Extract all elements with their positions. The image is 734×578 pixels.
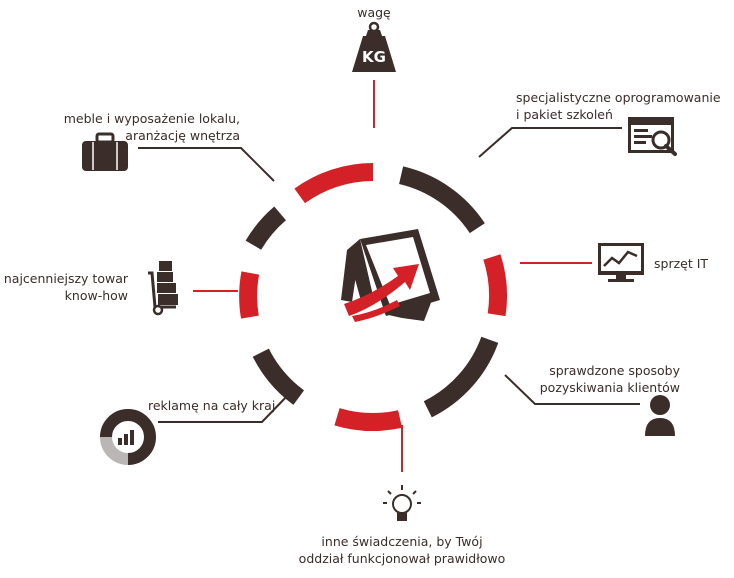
label-furniture: meble i wyposażenie lokalu, aranżację wn…	[40, 110, 240, 144]
ring-arc-red-top	[294, 163, 374, 204]
label-goods-line2: know-how	[64, 288, 128, 303]
ring-arc-dark-top-left	[245, 206, 287, 250]
label-it: sprzęt IT	[654, 255, 708, 272]
ring-arc-red-left	[239, 271, 260, 319]
connector-software	[478, 127, 622, 158]
ring-arc-dark-bottom-left	[252, 348, 305, 405]
connector-clients	[504, 374, 640, 405]
label-goods-line1: najcenniejszy towar	[3, 271, 128, 286]
donut-bar-chart-icon	[100, 409, 156, 465]
connectors	[138, 80, 640, 472]
hand-truck-boxes-icon	[148, 261, 178, 316]
monitor-chart-icon	[598, 243, 644, 282]
label-clients-line2: pozyskiwania klientów	[539, 380, 680, 395]
ring	[239, 163, 508, 431]
label-clients: sprawdzone sposoby pozyskiwania klientów	[496, 362, 680, 396]
connector-furniture	[138, 147, 275, 182]
label-furniture-line1: meble i wyposażenie lokalu,	[63, 111, 240, 126]
ring-arc-red-bottom	[334, 408, 403, 431]
user-silhouette-icon	[645, 395, 675, 436]
label-weight: wagę	[344, 4, 404, 21]
weight-kg-icon: KG	[352, 21, 396, 72]
label-furniture-line2: aranżację wnętrza	[125, 128, 240, 143]
label-it-text: sprzęt IT	[654, 256, 709, 271]
connector-ads	[158, 392, 291, 423]
weight-icon-text: KG	[362, 48, 386, 66]
label-ads: reklamę na cały kraj	[148, 397, 275, 414]
ring-arc-red-right	[483, 254, 508, 317]
software-window-magnifier-icon	[628, 117, 677, 156]
label-benefits: inne świadczenia, by Twój oddział funkcj…	[292, 533, 512, 567]
lightbulb-icon	[383, 485, 421, 521]
label-benefits-line1: inne świadczenia, by Twój	[321, 534, 483, 549]
label-goods: najcenniejszy towar know-how	[0, 270, 128, 304]
ring-arc-dark-top-right	[398, 166, 485, 234]
label-software-line2: i pakiet szkoleń	[516, 107, 613, 122]
label-ads-text: reklamę na cały kraj	[148, 398, 276, 413]
label-software-line1: specjalistyczne oprogramowanie	[516, 90, 721, 105]
ring-arc-dark-bottom-right	[423, 336, 499, 418]
label-weight-text: wagę	[357, 5, 391, 20]
label-clients-line1: sprawdzone sposoby	[549, 363, 680, 378]
label-benefits-line2: oddział funkcjonował prawidłowo	[298, 551, 506, 566]
suitcase-icon	[82, 132, 128, 171]
label-software: specjalistyczne oprogramowanie i pakiet …	[516, 89, 721, 123]
franchise-box-growth-arrow-icon	[341, 229, 440, 322]
